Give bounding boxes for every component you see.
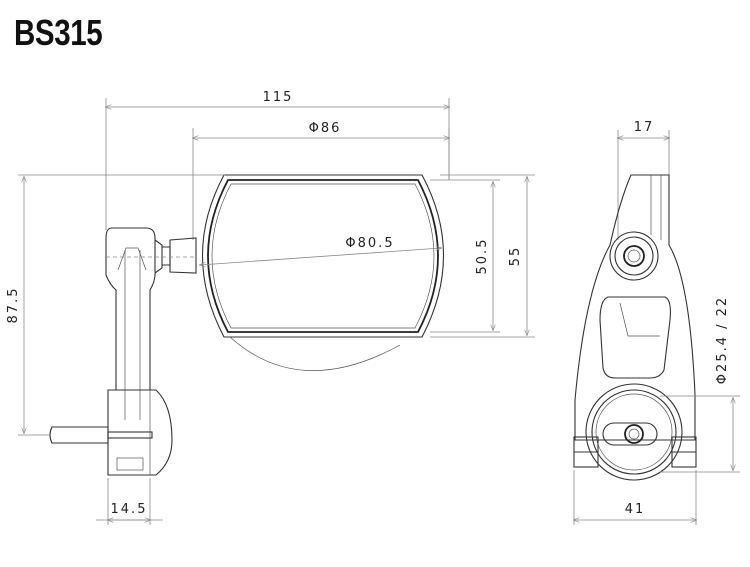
dimension-overall-width: 115 [106, 90, 449, 230]
label-glass-diameter: Φ80.5 [345, 236, 394, 251]
dimension-glass-height: 50.5 [430, 179, 500, 333]
front-view: 115 Φ86 Φ80.5 50.5 [6, 90, 535, 525]
dimension-clamp-depth: 14.5 [96, 478, 163, 525]
label-side-width: 17 [634, 120, 655, 135]
dimension-overall-height: 87.5 [6, 174, 225, 436]
dimension-clamp-width: 41 [574, 470, 696, 525]
product-title: BS315 [14, 12, 103, 53]
side-view: 17 Φ25.4 / 22 [574, 120, 740, 525]
label-clamp-depth: 14.5 [111, 502, 148, 517]
mirror-arm [105, 227, 197, 420]
dimension-bar-diameter: Φ25.4 / 22 [660, 296, 740, 473]
label-overall-height: 87.5 [6, 287, 21, 324]
dimension-mirror-diameter: Φ86 [193, 121, 449, 240]
bar-end-clamp [49, 389, 173, 476]
label-bar-diameter: Φ25.4 / 22 [715, 296, 730, 384]
mirror-head: Φ80.5 [200, 174, 445, 371]
label-mirror-diameter: Φ86 [309, 121, 342, 136]
label-clamp-width: 41 [625, 502, 646, 517]
dimension-mirror-height: 55 [430, 174, 535, 338]
label-glass-height: 50.5 [475, 238, 490, 275]
label-mirror-height: 55 [508, 246, 523, 267]
dimension-side-width: 17 [618, 120, 669, 240]
label-overall-width: 115 [263, 90, 294, 105]
